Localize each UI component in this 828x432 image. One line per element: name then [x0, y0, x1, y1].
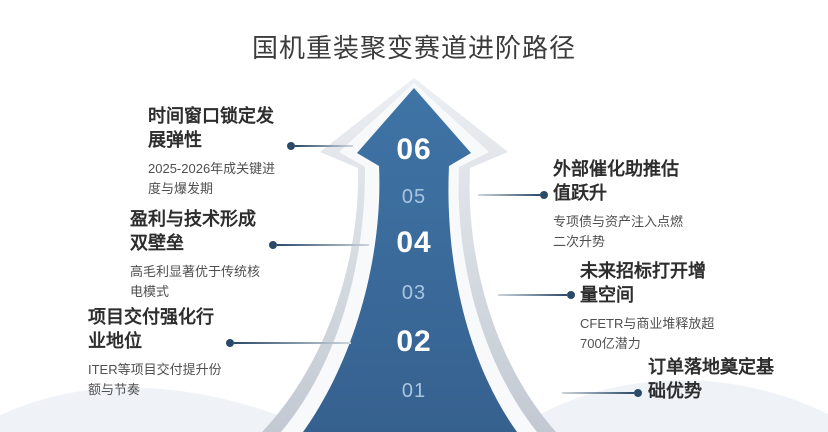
step-number-02: 02	[396, 325, 432, 358]
milestone-title: 未来招标打开增量空间	[580, 261, 706, 306]
connector-left-2	[269, 241, 369, 249]
connector-line	[498, 294, 567, 296]
milestone-desc: CFETR与商业堆释放超700亿潜力	[580, 315, 715, 351]
milestone-title: 盈利与技术形成双壁垒	[130, 209, 256, 254]
connector-dot	[540, 191, 548, 199]
connector-dot	[269, 241, 277, 249]
connector-line	[478, 194, 540, 196]
step-number-03: 03	[401, 282, 427, 304]
milestone-desc: 专项债与资产注入点燃二次升势	[553, 213, 684, 249]
milestone-desc: 高毛利显著优于传统核电模式	[130, 263, 261, 299]
step-number-06: 06	[396, 133, 432, 166]
blue-arrow-shape	[303, 88, 517, 432]
connector-right-1	[478, 191, 548, 199]
milestone-title: 订单落地奠定基础优势	[648, 357, 774, 402]
swoosh-bottom-right	[510, 380, 828, 432]
page-title: 国机重装聚变赛道进阶路径	[251, 33, 576, 63]
milestone-block-right-2: 未来招标打开增量空间 CFETR与商业堆释放超700亿潜力	[580, 259, 720, 354]
connector-line	[277, 244, 369, 246]
connector-right-3	[562, 389, 642, 397]
connector-dot	[634, 389, 642, 397]
connector-dot	[287, 142, 295, 150]
milestone-desc: 2025-2026年成关键进度与爆发期	[148, 160, 276, 196]
step-number-01: 01	[401, 380, 427, 402]
step-number-04: 04	[396, 226, 432, 259]
connector-line	[295, 145, 353, 147]
milestone-title: 时间窗口锁定发展弹性	[148, 106, 274, 151]
milestone-block-left-3: 项目交付强化行业地位 ITER等项目交付提升份额与节奏	[88, 305, 230, 400]
swoosh-bottom-left	[0, 387, 320, 432]
connector-line	[562, 392, 634, 394]
milestone-block-right-1: 外部催化助推估值跃升 专项债与资产注入点燃二次升势	[553, 157, 693, 252]
connector-dot	[226, 339, 234, 347]
milestone-desc: ITER等项目交付提升份额与节奏	[88, 361, 222, 397]
milestone-title: 项目交付强化行业地位	[88, 307, 214, 352]
connector-right-2	[498, 291, 575, 299]
connector-line	[234, 342, 351, 344]
connector-left-3	[226, 339, 351, 347]
milestone-block-right-3: 订单落地奠定基础优势	[648, 355, 788, 410]
milestone-block-left-2: 盈利与技术形成双壁垒 高毛利显著优于传统核电模式	[130, 207, 270, 302]
step-number-05: 05	[401, 186, 427, 208]
connector-left-1	[287, 142, 353, 150]
milestone-title: 外部催化助推估值跃升	[553, 159, 679, 204]
milestone-block-left-1: 时间窗口锁定发展弹性 2025-2026年成关键进度与爆发期	[148, 104, 288, 199]
connector-dot	[567, 291, 575, 299]
